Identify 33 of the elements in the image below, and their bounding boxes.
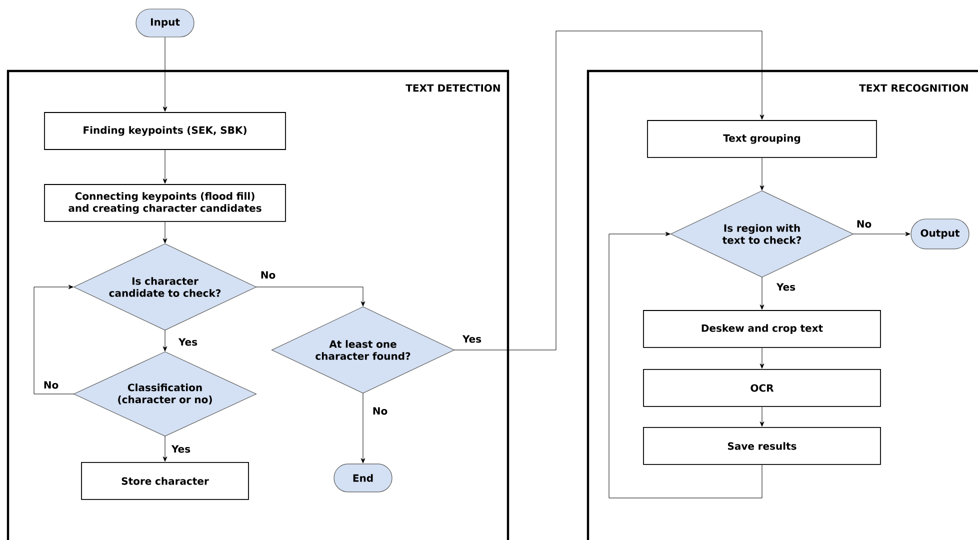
process-box: Deskew and crop text [643, 310, 881, 348]
terminal-pill: End [334, 464, 392, 492]
arrow [760, 406, 764, 427]
arrow [256, 286, 366, 306]
terminal-pill: Input [136, 8, 194, 38]
edge-label: Yes [170, 444, 192, 454]
arrow [34, 284, 74, 394]
arrow [162, 222, 168, 244]
arrow [454, 30, 764, 350]
arrow [360, 392, 366, 464]
edge-label: No [259, 270, 277, 280]
arrow [760, 158, 764, 190]
edge-label: Yes [177, 337, 199, 347]
arrow [162, 150, 168, 184]
terminal-pill: Output [910, 218, 970, 250]
edge-label: No [42, 380, 60, 390]
arrow [162, 330, 168, 352]
arrow [608, 232, 762, 498]
process-box: OCR [643, 369, 881, 407]
arrow [760, 348, 764, 369]
edge-label: Yes [461, 334, 483, 344]
arrow [760, 276, 764, 310]
process-box: Store character [81, 462, 249, 500]
process-box: Finding keypoints (SEK, SBK) [44, 112, 286, 150]
arrow [162, 436, 168, 462]
edge-label: Yes [775, 282, 797, 292]
process-box: Text grouping [647, 120, 877, 158]
arrow [852, 232, 910, 236]
edge-label: No [371, 406, 389, 416]
process-box: Save results [643, 427, 881, 465]
arrow [162, 37, 168, 112]
process-box: Connecting keypoints (flood fill) and creating character candidates [44, 184, 286, 222]
edge-label: No [855, 219, 873, 229]
